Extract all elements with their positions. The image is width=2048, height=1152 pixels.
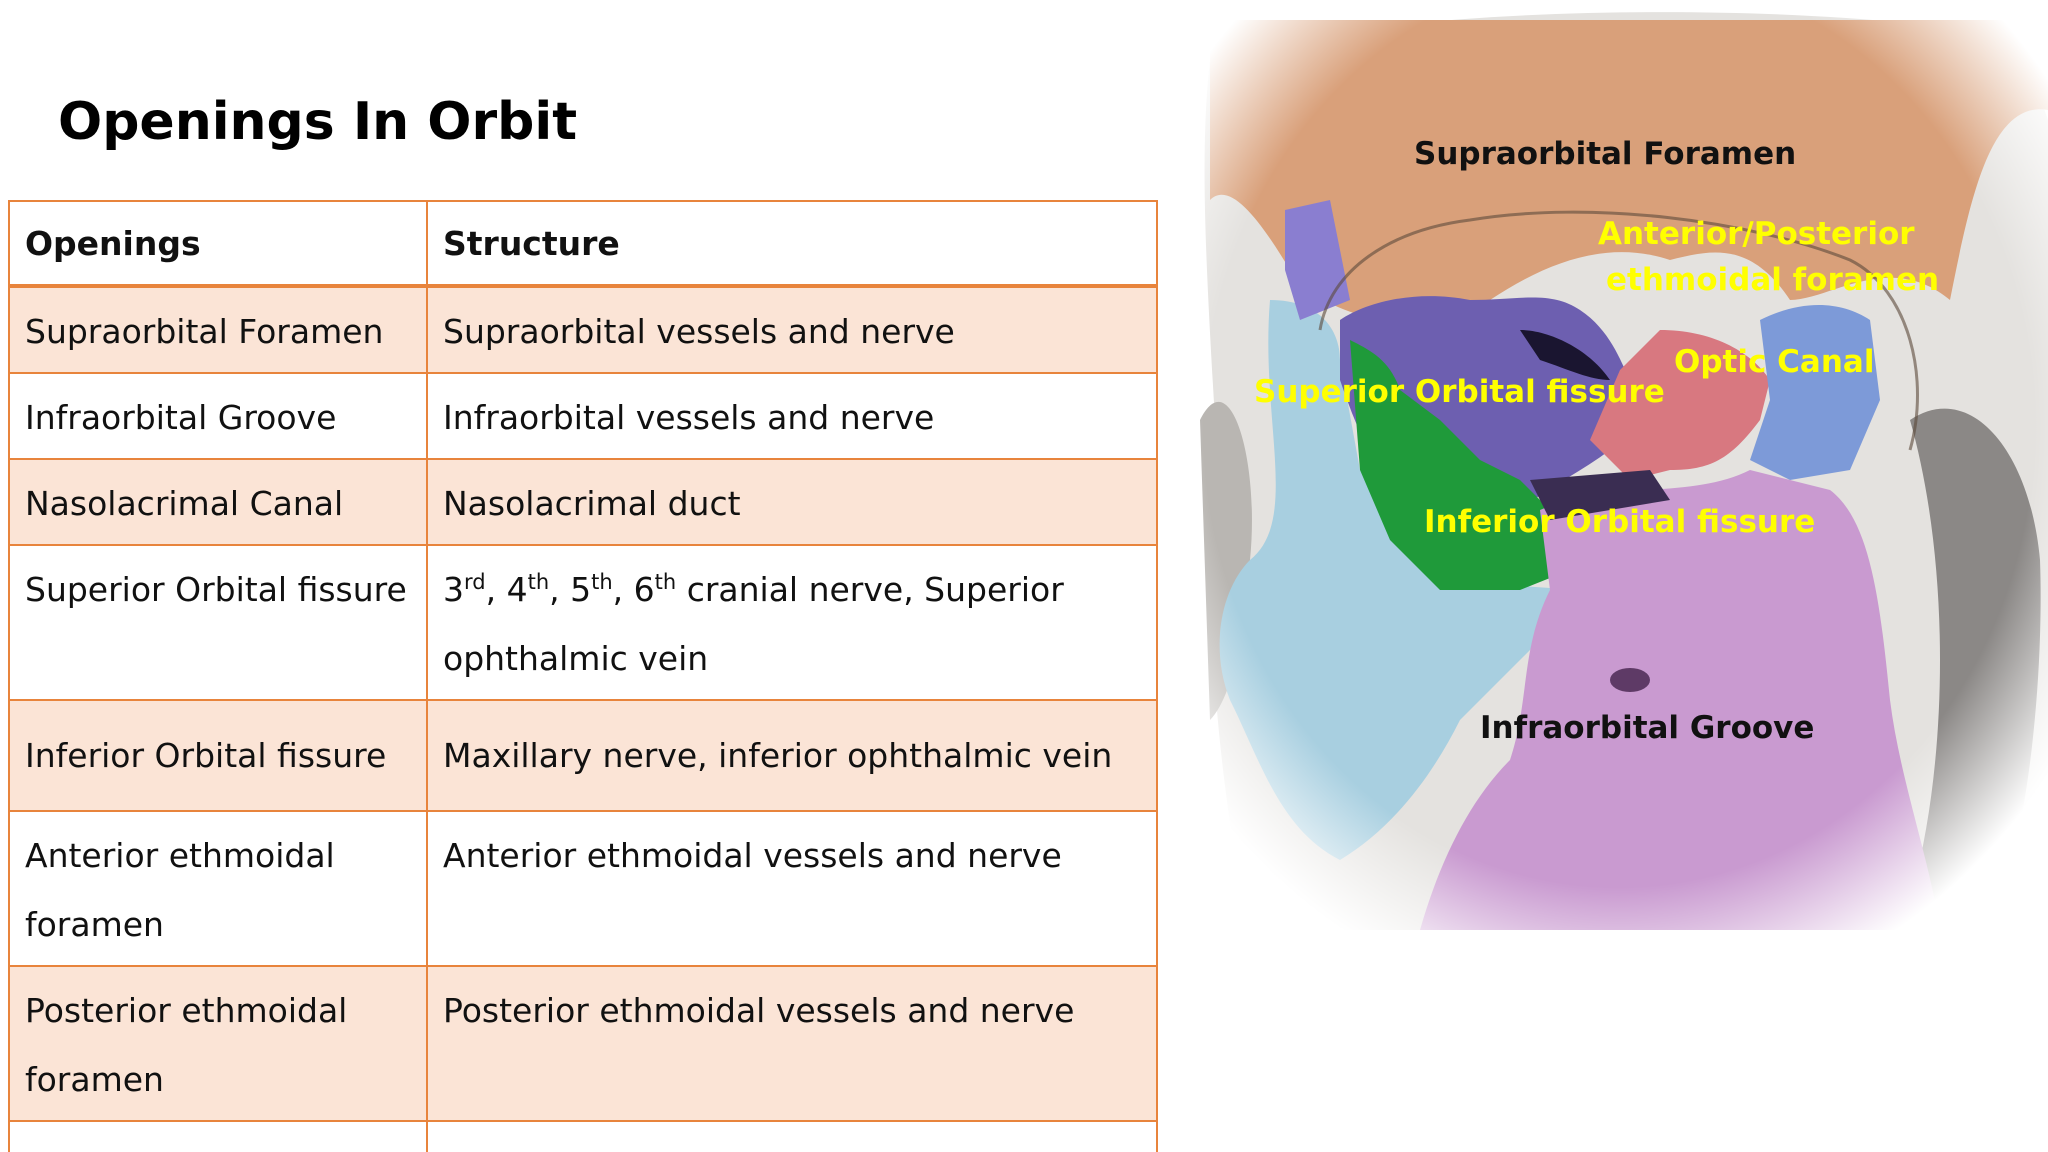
page-title: Openings In Orbit [58, 92, 578, 152]
label-supraorbital-foramen: Supraorbital Foramen [1414, 136, 1796, 172]
label-ant-post-ethmoidal-1: Anterior/Posterior [1598, 216, 1915, 252]
header-openings: Openings [8, 200, 428, 287]
label-superior-orbital-fissure: Superior Orbital fissure [1254, 374, 1665, 410]
structure-cell: Infraorbital vessels and nerve [426, 372, 1158, 460]
header-structure: Structure [426, 200, 1158, 287]
table-row: Nasolacrimal Canal Nasolacrimal duct [8, 458, 1158, 546]
table-row: Anterior ethmoidal foramen Anterior ethm… [8, 810, 1158, 967]
table-header-row: Openings Structure [8, 200, 1158, 287]
opening-cell: Optic Canal [8, 1120, 428, 1152]
opening-cell: Supraorbital Foramen [8, 285, 428, 374]
structure-cell: Nasolacrimal duct [426, 458, 1158, 546]
table-row: Posterior ethmoidal foramen Posterior et… [8, 965, 1158, 1122]
label-optic-canal: Optic Canal [1674, 344, 1874, 380]
orbit-anatomy-figure: Supraorbital Foramen Anterior/Posterior … [1190, 0, 2048, 950]
table-row: Infraorbital Groove Infraorbital vessels… [8, 372, 1158, 460]
label-inferior-orbital-fissure: Inferior Orbital fissure [1424, 504, 1815, 540]
structure-cell: Supraorbital vessels and nerve [426, 285, 1158, 374]
opening-cell: Posterior ethmoidal foramen [8, 965, 428, 1122]
table-row: Superior Orbital fissure 3rd, 4th, 5th, … [8, 544, 1158, 701]
openings-table-container: Openings Structure Supraorbital Foramen … [8, 200, 1158, 1152]
table-row: Supraorbital Foramen Supraorbital vessel… [8, 285, 1158, 374]
structure-cell: Optic and ophthalmic Nerve [426, 1120, 1158, 1152]
openings-table: Openings Structure Supraorbital Foramen … [8, 200, 1158, 1152]
orbit-illustration: Supraorbital Foramen Anterior/Posterior … [1190, 0, 2048, 950]
edge-fade [1190, 0, 2048, 950]
opening-cell: Inferior Orbital fissure [8, 699, 428, 812]
opening-cell: Anterior ethmoidal foramen [8, 810, 428, 967]
structure-cell: 3rd, 4th, 5th, 6th cranial nerve, Superi… [426, 544, 1158, 701]
structure-cell: Posterior ethmoidal vessels and nerve [426, 965, 1158, 1122]
structure-cell: Maxillary nerve, inferior ophthalmic vei… [426, 699, 1158, 812]
label-ant-post-ethmoidal-2: ethmoidal foramen [1606, 262, 1939, 298]
table-row: Optic Canal Optic and ophthalmic Nerve [8, 1120, 1158, 1152]
structure-cell: Anterior ethmoidal vessels and nerve [426, 810, 1158, 967]
opening-cell: Superior Orbital fissure [8, 544, 428, 701]
label-infraorbital-groove: Infraorbital Groove [1480, 710, 1814, 746]
opening-cell: Infraorbital Groove [8, 372, 428, 460]
opening-cell: Nasolacrimal Canal [8, 458, 428, 546]
table-row: Inferior Orbital fissure Maxillary nerve… [8, 699, 1158, 812]
